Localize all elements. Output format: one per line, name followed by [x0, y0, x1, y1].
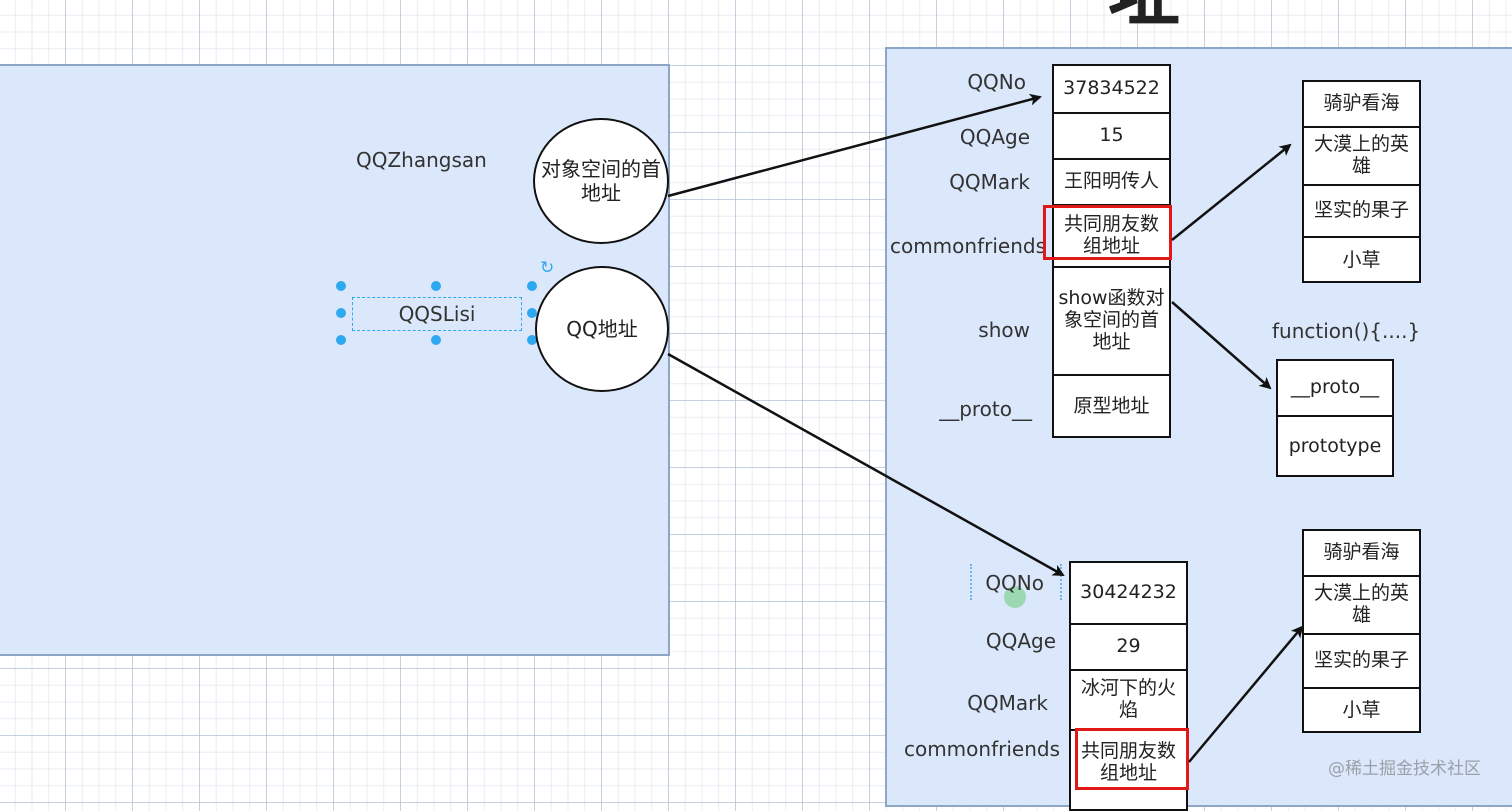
- resize-handle[interactable]: [336, 308, 346, 318]
- label-commonfriends-2: commonfriends: [903, 737, 1060, 761]
- resize-handle[interactable]: [527, 281, 537, 291]
- prototype-block[interactable]: __proto__ prototype: [1276, 359, 1394, 477]
- label-qqmark: QQMark: [949, 170, 1030, 194]
- cell-qqno[interactable]: 37834522: [1054, 66, 1169, 114]
- label-qqno-2: QQNo: [985, 571, 1044, 595]
- resize-handle[interactable]: [431, 281, 441, 291]
- cell-qqno-2[interactable]: 30424232: [1071, 563, 1186, 625]
- resize-handle[interactable]: [336, 281, 346, 291]
- cell-proto[interactable]: 原型地址: [1073, 395, 1150, 418]
- cell-qqage[interactable]: 15: [1054, 114, 1169, 160]
- object1-memory-block[interactable]: 37834522 15 王阳明传人 共同朋友数组地址 show函数对象空间的首地…: [1052, 64, 1171, 438]
- friend-item[interactable]: 坚实的果子: [1304, 186, 1419, 238]
- label-qqno: QQNo: [967, 70, 1026, 94]
- label-qqzhangsan: QQZhangsan: [356, 148, 487, 172]
- friend-item[interactable]: 骑驴看海: [1304, 531, 1419, 577]
- circle-qq-address[interactable]: QQ地址: [535, 266, 669, 392]
- friends-array-1[interactable]: 骑驴看海 大漠上的英雄 坚实的果子 小草: [1302, 80, 1421, 283]
- label-function: function(){....}: [1272, 319, 1421, 343]
- cell-qqage-2[interactable]: 29: [1071, 625, 1186, 671]
- connection-point[interactable]: [1004, 586, 1026, 608]
- watermark: @稀土掘金技术社区: [1328, 759, 1481, 779]
- resize-handle[interactable]: [336, 335, 346, 345]
- label-qqslisi: QQSLisi: [398, 302, 476, 326]
- friend-item[interactable]: 小草: [1342, 699, 1381, 722]
- friends-array-2[interactable]: 骑驴看海 大漠上的英雄 坚实的果子 小草: [1302, 529, 1421, 733]
- object2-memory-block[interactable]: 30424232 29 冰河下的火焰 共同朋友数组地址: [1069, 561, 1188, 811]
- friend-item[interactable]: 大漠上的英雄: [1304, 577, 1419, 635]
- selected-textbox-qqslisi[interactable]: QQSLisi: [352, 297, 522, 331]
- cell-qqmark-2[interactable]: 冰河下的火焰: [1071, 671, 1186, 731]
- highlight-box: [1043, 205, 1172, 260]
- cell-qqmark[interactable]: 王阳明传人: [1054, 160, 1169, 206]
- rotate-handle-icon[interactable]: ↻: [540, 258, 555, 278]
- circle-object-address-text: 对象空间的首地址: [541, 157, 661, 205]
- friend-item[interactable]: 小草: [1342, 248, 1381, 271]
- cell-show[interactable]: show函数对象空间的首地址: [1054, 268, 1169, 376]
- friend-item[interactable]: 大漠上的英雄: [1304, 128, 1419, 186]
- resize-handle[interactable]: [431, 335, 441, 345]
- friend-item[interactable]: 骑驴看海: [1304, 82, 1419, 128]
- label-qqage: QQAge: [959, 125, 1030, 149]
- cell-commonfriends[interactable]: 共同朋友数组地址: [1054, 206, 1169, 268]
- label-commonfriends: commonfriends: [889, 234, 1046, 258]
- highlight-box-2: [1075, 728, 1189, 790]
- heading-glyph: 址: [1108, 0, 1180, 30]
- selection-marker: [970, 564, 1062, 600]
- label-proto: __proto__: [939, 397, 1032, 421]
- label-qqage-2: QQAge: [985, 629, 1056, 653]
- resize-handle[interactable]: [527, 308, 537, 318]
- cell-prototype[interactable]: prototype: [1288, 435, 1382, 458]
- circle-object-address[interactable]: 对象空间的首地址: [533, 118, 669, 244]
- cell-proto-ref[interactable]: __proto__: [1278, 361, 1392, 417]
- label-show: show: [978, 318, 1030, 342]
- circle-qq-address-text: QQ地址: [566, 317, 638, 341]
- friend-item[interactable]: 坚实的果子: [1304, 635, 1419, 689]
- cell-commonfriends-2[interactable]: 共同朋友数组地址: [1080, 740, 1176, 784]
- resize-handle[interactable]: [527, 335, 537, 345]
- label-qqmark-2: QQMark: [967, 691, 1048, 715]
